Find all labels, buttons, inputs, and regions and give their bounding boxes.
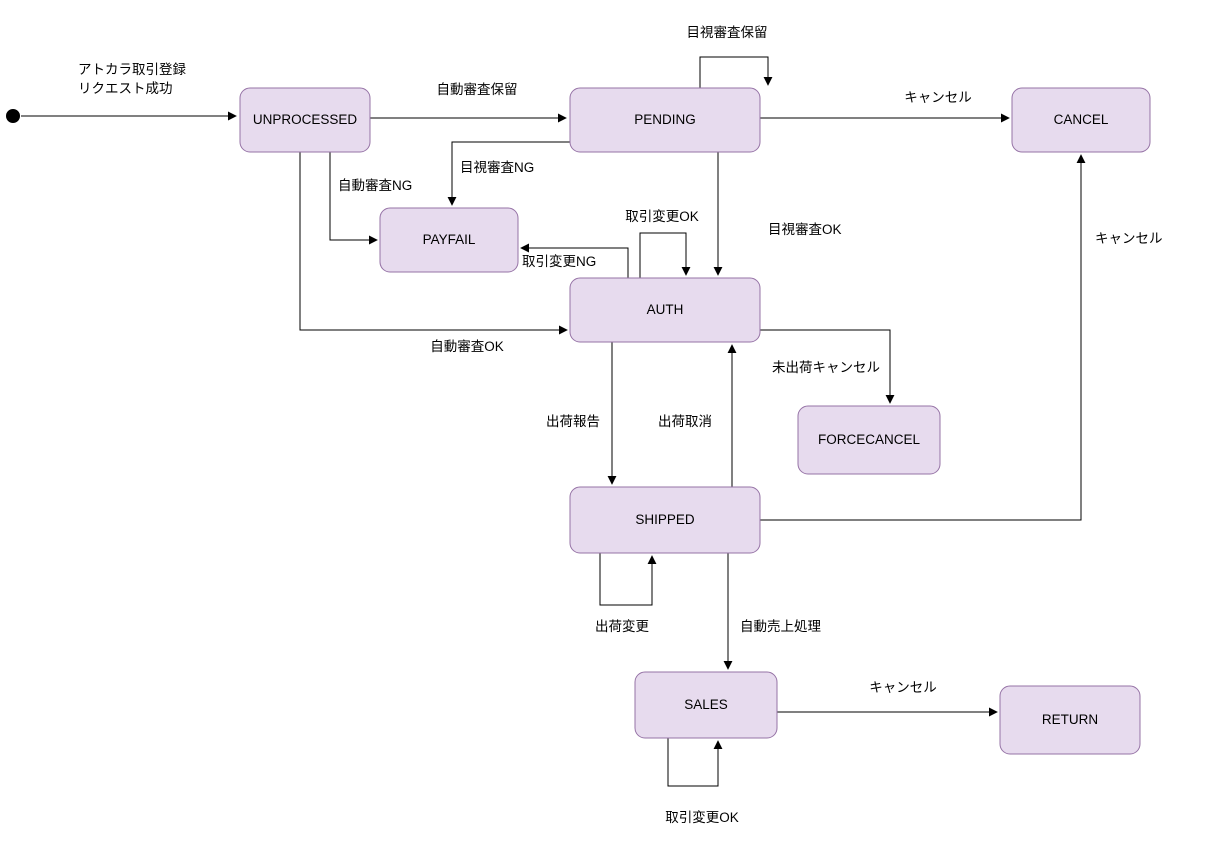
edge-label-shipped-self-loop: 出荷変更 xyxy=(595,618,649,634)
edge-label-start-unprocessed-line1: アトカラ取引登録 xyxy=(78,62,186,77)
edge-label-sales-self-loop: 取引変更OK xyxy=(665,809,739,825)
state-forcecancel: FORCECANCEL xyxy=(797,405,941,475)
state-label-unprocessed: UNPROCESSED xyxy=(253,112,358,127)
edge-label-start-unprocessed-line2: リクエスト成功 xyxy=(78,81,173,96)
edge-label-unprocessed-pending: 自動審査保留 xyxy=(437,82,518,97)
state-label-pending: PENDING xyxy=(634,112,696,127)
edge-label-shipped-sales: 自動売上処理 xyxy=(740,619,821,634)
edge-shipped-cancel xyxy=(760,154,1086,521)
edge-label-pending-self-loop: 目視審査保留 xyxy=(687,25,768,40)
state-shipped: SHIPPED xyxy=(569,486,761,554)
state-label-payfail: PAYFAIL xyxy=(423,232,476,247)
state-sales: SALES xyxy=(634,671,778,739)
edge-label-auth-self-loop: 取引変更OK xyxy=(625,208,699,224)
edge-auth-self-loop xyxy=(639,232,691,278)
edge-label-sales-return: キャンセル xyxy=(869,680,937,695)
edge-label-auth-shipped: 出荷報告 xyxy=(546,414,600,429)
state-payfail: PAYFAIL xyxy=(379,207,519,273)
edge-unprocessed-payfail xyxy=(329,152,378,245)
state-cancel: CANCEL xyxy=(1011,87,1151,153)
state-pending: PENDING xyxy=(569,87,761,153)
state-label-sales: SALES xyxy=(684,697,728,712)
edge-shipped-self-loop xyxy=(599,553,657,606)
edge-label-pending-payfail: 目視審査NG xyxy=(460,160,534,175)
edge-label-auth-forcecancel: 未出荷キャンセル xyxy=(772,360,880,375)
state-label-shipped: SHIPPED xyxy=(635,512,695,527)
state-auth: AUTH xyxy=(569,277,761,343)
edge-label-unprocessed-payfail: 自動審査NG xyxy=(338,178,412,193)
initial-state-dot xyxy=(6,109,20,123)
state-unprocessed: UNPROCESSED xyxy=(239,87,371,153)
edge-pending-payfail xyxy=(447,141,570,206)
state-return: RETURN xyxy=(999,685,1141,755)
state-label-auth: AUTH xyxy=(647,302,684,317)
state-label-cancel: CANCEL xyxy=(1054,112,1109,127)
edge-auth-payfail xyxy=(520,243,629,278)
edge-label-auth-payfail: 取引変更NG xyxy=(522,253,596,269)
edge-label-pending-auth: 目視審査OK xyxy=(768,222,842,237)
edge-label-shipped-cancel: キャンセル xyxy=(1095,231,1163,246)
edge-sales-self-loop xyxy=(667,738,723,787)
edge-label-pending-cancel: キャンセル xyxy=(904,90,972,105)
edge-auth-forcecancel xyxy=(760,329,895,404)
edge-unprocessed-auth xyxy=(299,152,568,335)
edge-label-shipped-auth: 出荷取消 xyxy=(658,414,712,429)
edge-pending-self-loop xyxy=(699,56,773,88)
edge-label-unprocessed-auth: 自動審査OK xyxy=(430,339,504,354)
state-label-return: RETURN xyxy=(1042,712,1098,727)
state-label-forcecancel: FORCECANCEL xyxy=(818,432,921,447)
